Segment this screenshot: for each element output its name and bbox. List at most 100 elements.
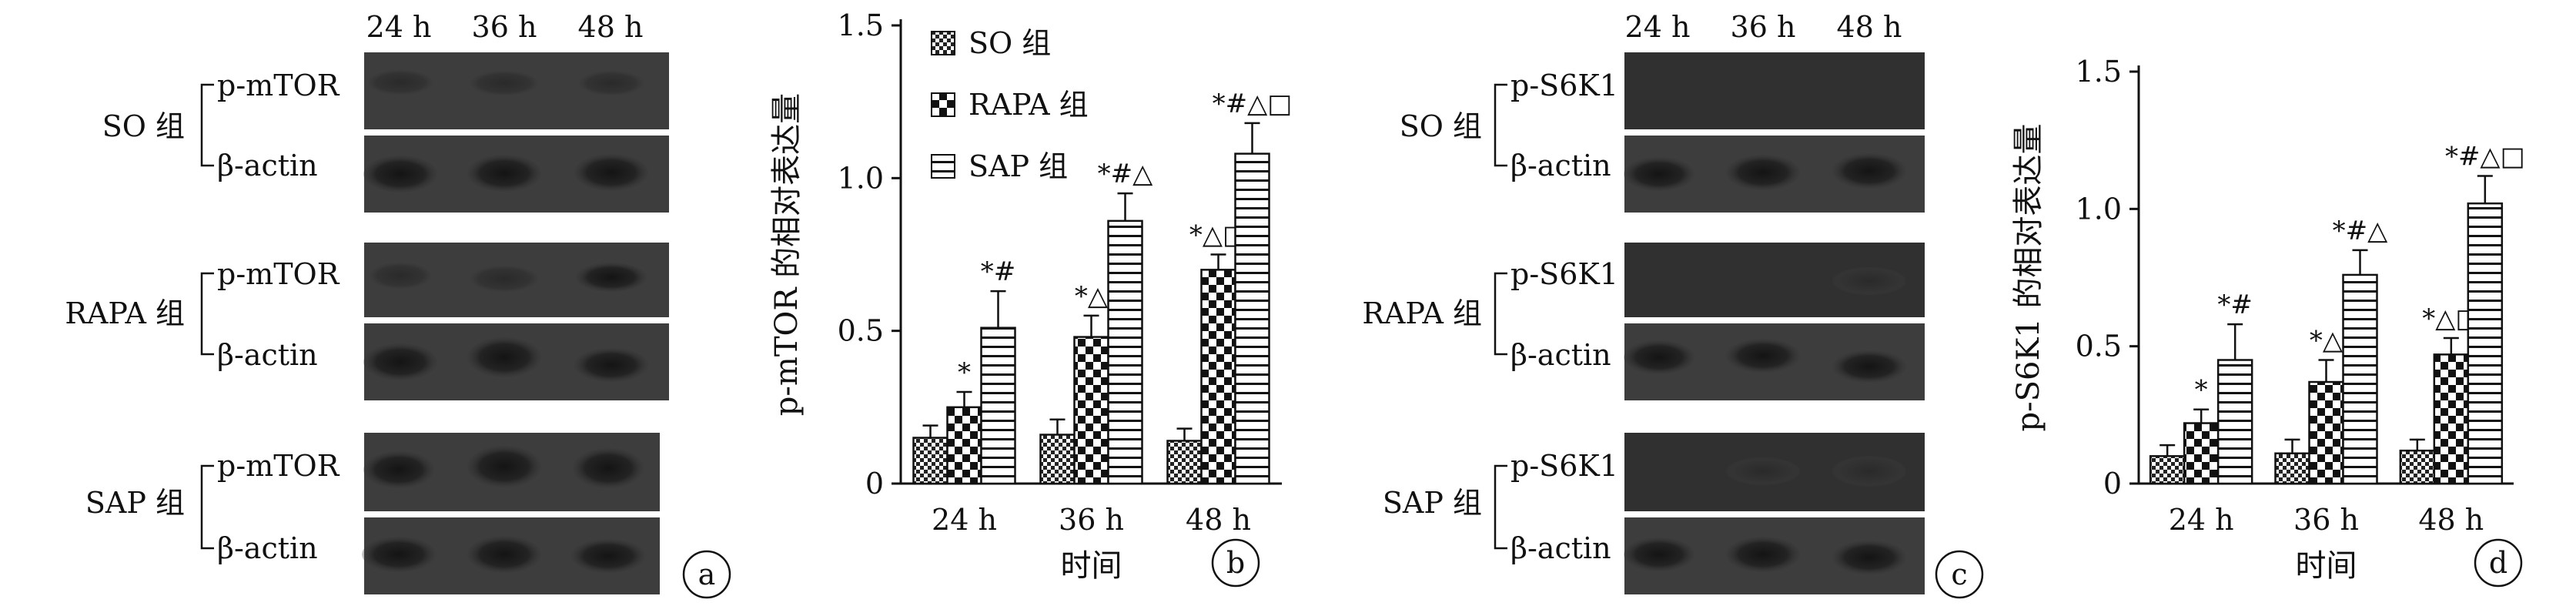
- bar: [2149, 455, 2186, 485]
- legend-swatch: [931, 154, 955, 179]
- panel-c-group-label-rapa: RAPA 组: [1362, 296, 1482, 330]
- panel-a-time-label-24h: 24 h: [366, 10, 432, 44]
- panel-c-band-label-sap-target: p-S6K1: [1510, 449, 1618, 483]
- legend-swatch: [931, 92, 955, 117]
- panel-c-time-label-36h: 36 h: [1731, 10, 1796, 44]
- panel-a-letter-circle: [682, 550, 731, 599]
- panel-letter: b: [1226, 546, 1245, 580]
- blot-band: [1832, 350, 1906, 383]
- panel-a-band-label-sap-target: p-mTOR: [217, 449, 340, 483]
- blot-band: [579, 71, 644, 95]
- panel-c-band-label-so-actin: β-actin: [1510, 149, 1611, 182]
- bar: [980, 326, 1016, 485]
- panel-a-group-label-sap: SAP 组: [85, 486, 185, 520]
- blot-band: [470, 71, 538, 95]
- y-tick-label: 0.5: [838, 314, 884, 348]
- significance-mark: *#: [981, 256, 1016, 287]
- blot-band: [576, 263, 647, 292]
- blot-band: [467, 155, 541, 192]
- significance-mark: *△: [2310, 326, 2343, 357]
- panel-c-band-label-rapa-target: p-S6K1: [1510, 257, 1618, 291]
- legend-label: RAPA 组: [969, 88, 1089, 122]
- bar: [2216, 359, 2253, 485]
- y-tick-label: 0.5: [2076, 330, 2122, 363]
- panel-c-group-label-sap: SAP 组: [1383, 486, 1482, 520]
- panel-letter-circle: [1211, 538, 1260, 588]
- panel-a-band-label-sap-actin: β-actin: [217, 531, 318, 565]
- x-tick-label: 24 h: [2169, 503, 2234, 537]
- blot-band: [1832, 456, 1906, 487]
- blot-band: [1726, 339, 1800, 373]
- panel-c-group-label-so: SO 组: [1400, 109, 1482, 143]
- blot-band: [1624, 340, 1694, 374]
- panel-c-band-label-rapa-actin: β-actin: [1510, 338, 1611, 372]
- blot-band: [470, 266, 538, 292]
- panel-a-blot: 24 h 36 h 48 h SO 组 p-mTOR β-actin RAPA …: [65, 10, 731, 599]
- panel-c-band-label-so-target: p-S6K1: [1510, 69, 1618, 102]
- panel-c-band-label-sap-actin: β-actin: [1510, 531, 1611, 565]
- blot-band: [1624, 537, 1694, 571]
- blot-band: [1726, 457, 1800, 485]
- panel-a-time-label-36h: 36 h: [472, 10, 537, 44]
- panel-c-blot: 24 h 36 h 48 h SO 组 p-S6K1 β-actin RAPA …: [1362, 10, 1984, 599]
- y-tick-label: 1.0: [2076, 192, 2122, 226]
- panel-d-bar-chart: 0 0.5 1.0 1.5 p-S6K1 的相对表达量 * *# 24 h *△ *#△ 36 h *…: [2011, 55, 2525, 588]
- significance-mark: *#△: [2333, 216, 2388, 246]
- y-tick-label: 0: [865, 467, 884, 501]
- panel-c-bracket-so: [1494, 83, 1507, 167]
- x-axis-label: 时间: [2296, 548, 2357, 584]
- blot-band: [573, 448, 644, 488]
- legend-label: SO 组: [969, 26, 1051, 60]
- x-tick-label: 36 h: [1059, 503, 1124, 537]
- blot-band: [363, 343, 437, 380]
- legend-label: SAP 组: [969, 149, 1068, 183]
- x-tick-label: 36 h: [2293, 503, 2359, 537]
- y-tick-label: 1.5: [2076, 55, 2122, 89]
- x-tick-label: 48 h: [1186, 503, 1251, 537]
- significance-mark: *#△: [1098, 159, 1153, 189]
- blot-band: [574, 348, 648, 382]
- bar: [2274, 452, 2310, 485]
- panel-a-bracket-so: [200, 83, 214, 167]
- blot-band: [467, 536, 541, 573]
- bar: [1166, 440, 1203, 485]
- panel-letter: d: [2489, 546, 2507, 580]
- blot-band: [1624, 157, 1694, 191]
- significance-mark: *: [2195, 375, 2208, 406]
- blot-band: [1832, 153, 1906, 189]
- panel-c-time-label-48h: 48 h: [1837, 10, 1902, 44]
- bar: [1234, 152, 1270, 485]
- significance-mark: *#: [2217, 290, 2253, 320]
- bar: [912, 437, 948, 485]
- panel-a-letter: a: [698, 557, 716, 591]
- significance-mark: *: [958, 357, 971, 388]
- blot-band: [1726, 155, 1800, 190]
- panel-a-band-label-rapa-target: p-mTOR: [217, 257, 340, 291]
- y-tick-label: 0: [2103, 467, 2122, 501]
- panel-a-bracket-sap: [200, 464, 214, 550]
- blot-band: [363, 156, 437, 193]
- bar: [946, 406, 982, 485]
- legend-swatch: [931, 31, 955, 55]
- blot-band: [370, 263, 431, 289]
- panel-a-band-label-rapa-actin: β-actin: [217, 338, 318, 372]
- bar: [2399, 449, 2436, 485]
- panel-a-time-label-48h: 48 h: [578, 10, 644, 44]
- blot-band: [1832, 541, 1906, 574]
- blot-band: [1832, 267, 1906, 295]
- significance-mark: *#△□: [2445, 142, 2525, 172]
- y-tick-label: 1.0: [838, 161, 884, 195]
- panel-a-group-label-so: SO 组: [102, 109, 185, 143]
- panel-a-group-label-rapa: RAPA 组: [65, 296, 185, 330]
- blot-band: [362, 537, 436, 572]
- blot-band: [1726, 537, 1800, 572]
- blot-band: [363, 451, 434, 488]
- bar: [1200, 269, 1236, 485]
- bar: [2308, 380, 2344, 485]
- y-axis-label: p-S6K1 的相对表达量: [2011, 123, 2046, 431]
- blot-band: [571, 539, 645, 573]
- panel-c-bracket-sap: [1494, 464, 1507, 550]
- significance-mark: *#△□: [1213, 89, 1293, 119]
- panel-letter-circle: [2474, 538, 2523, 588]
- bar: [2342, 273, 2378, 485]
